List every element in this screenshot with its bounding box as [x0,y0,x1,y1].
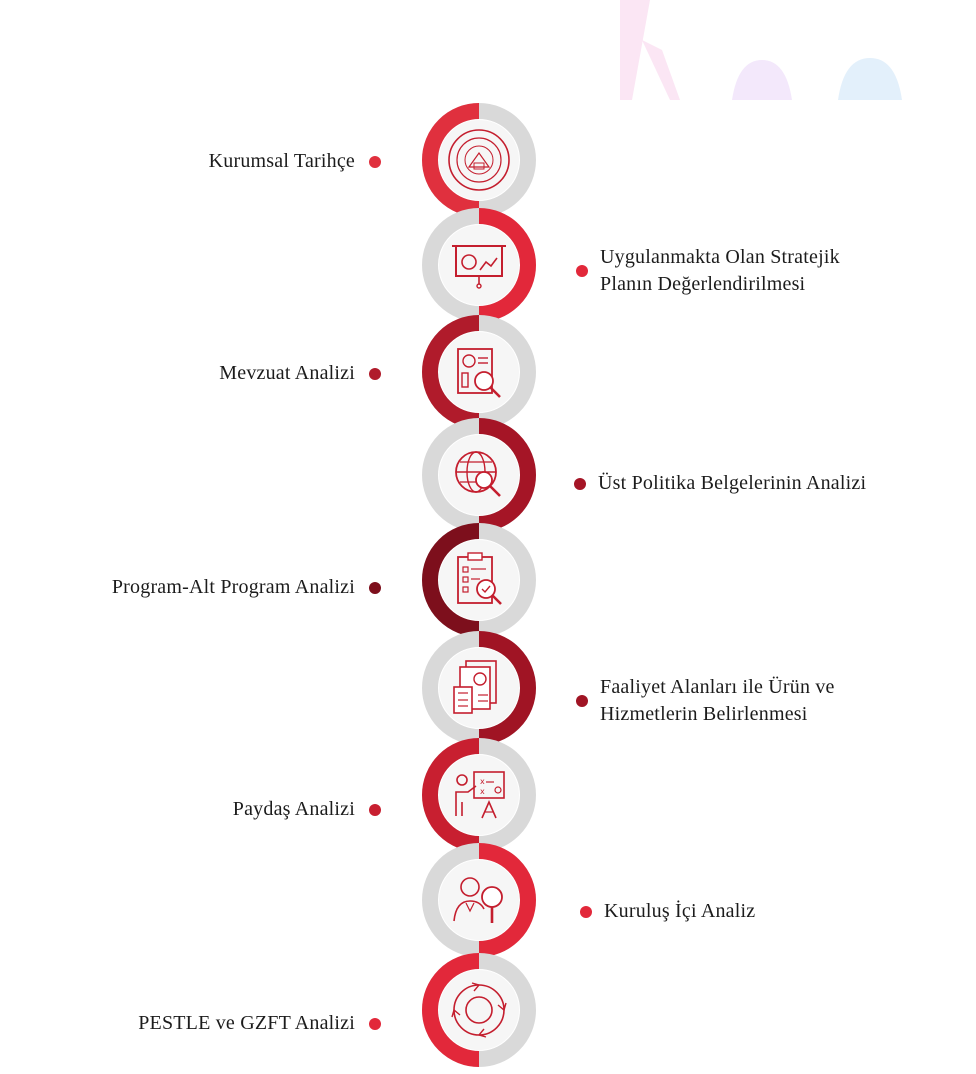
person-magnifier-icon [453,877,503,923]
bullet-dot [369,1017,381,1030]
documents-calculator-icon [453,660,497,714]
bullet-dot [369,155,381,168]
presentation-board-icon [452,245,506,289]
ring-accent-arc [422,523,480,637]
step-node [422,418,536,532]
bullet-dot [574,477,586,490]
ring-accent-arc [422,953,480,1067]
step-label: Mevzuat Analizi [219,360,355,387]
step-node [422,953,536,1067]
step-node [422,843,536,957]
ministry-emblem-icon [448,129,510,191]
step-label: PESTLE ve GZFT Analizi [138,1010,355,1037]
ring-accent-arc [478,418,536,532]
bullet-dot [369,803,381,816]
step-label-line: Paydaş Analizi [232,798,355,820]
ring-accent-arc [478,208,536,322]
step-node [422,523,536,637]
ring-accent-arc [422,103,480,217]
icon-disc [439,970,519,1050]
step-label: Kuruluş İçi Analiz [604,898,755,925]
ring-accent-arc [422,738,480,852]
step-node [422,315,536,429]
svg-text:x: x [480,787,485,796]
step-label-line: Program-Alt Program Analizi [111,576,355,598]
step-label: Program-Alt Program Analizi [112,574,355,601]
svg-text:x: x [480,777,485,786]
step-label-line: Kurumsal Tarihçe [208,150,355,172]
step-label: Faaliyet Alanları ile Ürün ve Hizmetlerin… [600,674,835,728]
decorative-background-shapes [620,0,902,100]
ring-accent-arc [478,843,536,957]
step-label-line: Planın Değerlendirilmesi [600,273,806,295]
step-node: xx [422,738,536,852]
step-label-line: Hizmetlerin Belirlenmesi [600,703,808,725]
step-node [422,631,536,745]
step-label-line: Üst Politika Belgelerinin Analizi [598,472,867,494]
step-label-line: Uygulanmakta Olan Stratejik [600,246,840,268]
report-magnifier-icon [457,348,501,398]
globe-magnifier-icon [455,451,501,497]
icon-disc [439,755,519,835]
step-label: Kurumsal Tarihçe [209,148,355,175]
icon-disc [439,540,519,620]
step-node [422,208,536,322]
bullet-dot [576,265,588,277]
icon-disc [439,120,519,200]
checklist-magnifier-icon [457,552,502,605]
bullet-dot [369,367,381,380]
bullet-dot [580,905,592,918]
bullet-dot [576,695,588,707]
icon-disc [439,332,519,412]
cycle-diagram-icon [451,982,507,1038]
icon-disc [439,225,519,305]
step-label-line: PESTLE ve GZFT Analizi [138,1012,355,1034]
step-label-line: Mevzuat Analizi [219,362,355,384]
ring-accent-arc [422,315,480,429]
teacher-board-icon: xx [455,771,505,819]
step-label-line: Faaliyet Alanları ile Ürün ve [600,676,835,698]
bullet-dot [369,581,381,594]
ring-accent-arc [478,631,536,745]
step-label: Üst Politika Belgelerinin Analizi [598,470,866,497]
step-label: Paydaş Analizi [233,796,355,823]
step-node [422,103,536,217]
icon-disc [439,860,519,940]
step-label-line: Kuruluş İçi Analiz [604,900,756,922]
